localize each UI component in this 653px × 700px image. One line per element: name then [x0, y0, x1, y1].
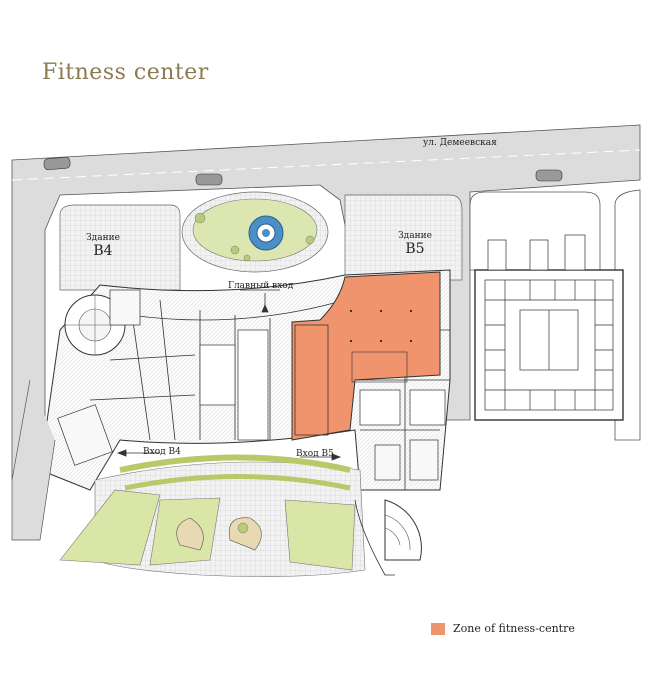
street-label: ул. Демеевская [423, 138, 497, 148]
lawn [59, 489, 161, 566]
room [359, 389, 401, 426]
page-title: Fitness center [42, 60, 209, 85]
legend: Zone of fitness-centre [431, 622, 575, 635]
amphitheater [384, 499, 422, 561]
plaza-b4 [59, 204, 181, 291]
room [409, 439, 439, 481]
entrance-arrows [116, 289, 342, 461]
room [199, 344, 236, 406]
building-b4-label: Здание [86, 233, 120, 243]
room [57, 404, 113, 466]
road-centerline [11, 149, 641, 181]
fitness-zone [291, 271, 441, 441]
entrance-b5-label: Вход B5 [296, 449, 334, 459]
room [374, 444, 401, 481]
room [109, 289, 141, 326]
entrance-b4-label: Вход B4 [143, 447, 181, 457]
walkway-stripe [119, 454, 351, 473]
room [237, 329, 269, 441]
car-icon [43, 156, 563, 186]
building-b5-code: B5 [405, 241, 425, 257]
legend-label: Zone of fitness-centre [453, 622, 575, 635]
main-entrance-label: Главный вход [228, 281, 294, 291]
lawn [284, 499, 356, 571]
left-road-edge [11, 379, 56, 541]
flower-bed [176, 517, 204, 551]
building-b5-label: Здание [398, 231, 432, 241]
flower-bed [228, 517, 262, 551]
room [409, 389, 446, 426]
building-b4-code: B4 [93, 243, 113, 259]
plaza-b5 [344, 194, 463, 281]
legend-swatch [431, 622, 445, 635]
